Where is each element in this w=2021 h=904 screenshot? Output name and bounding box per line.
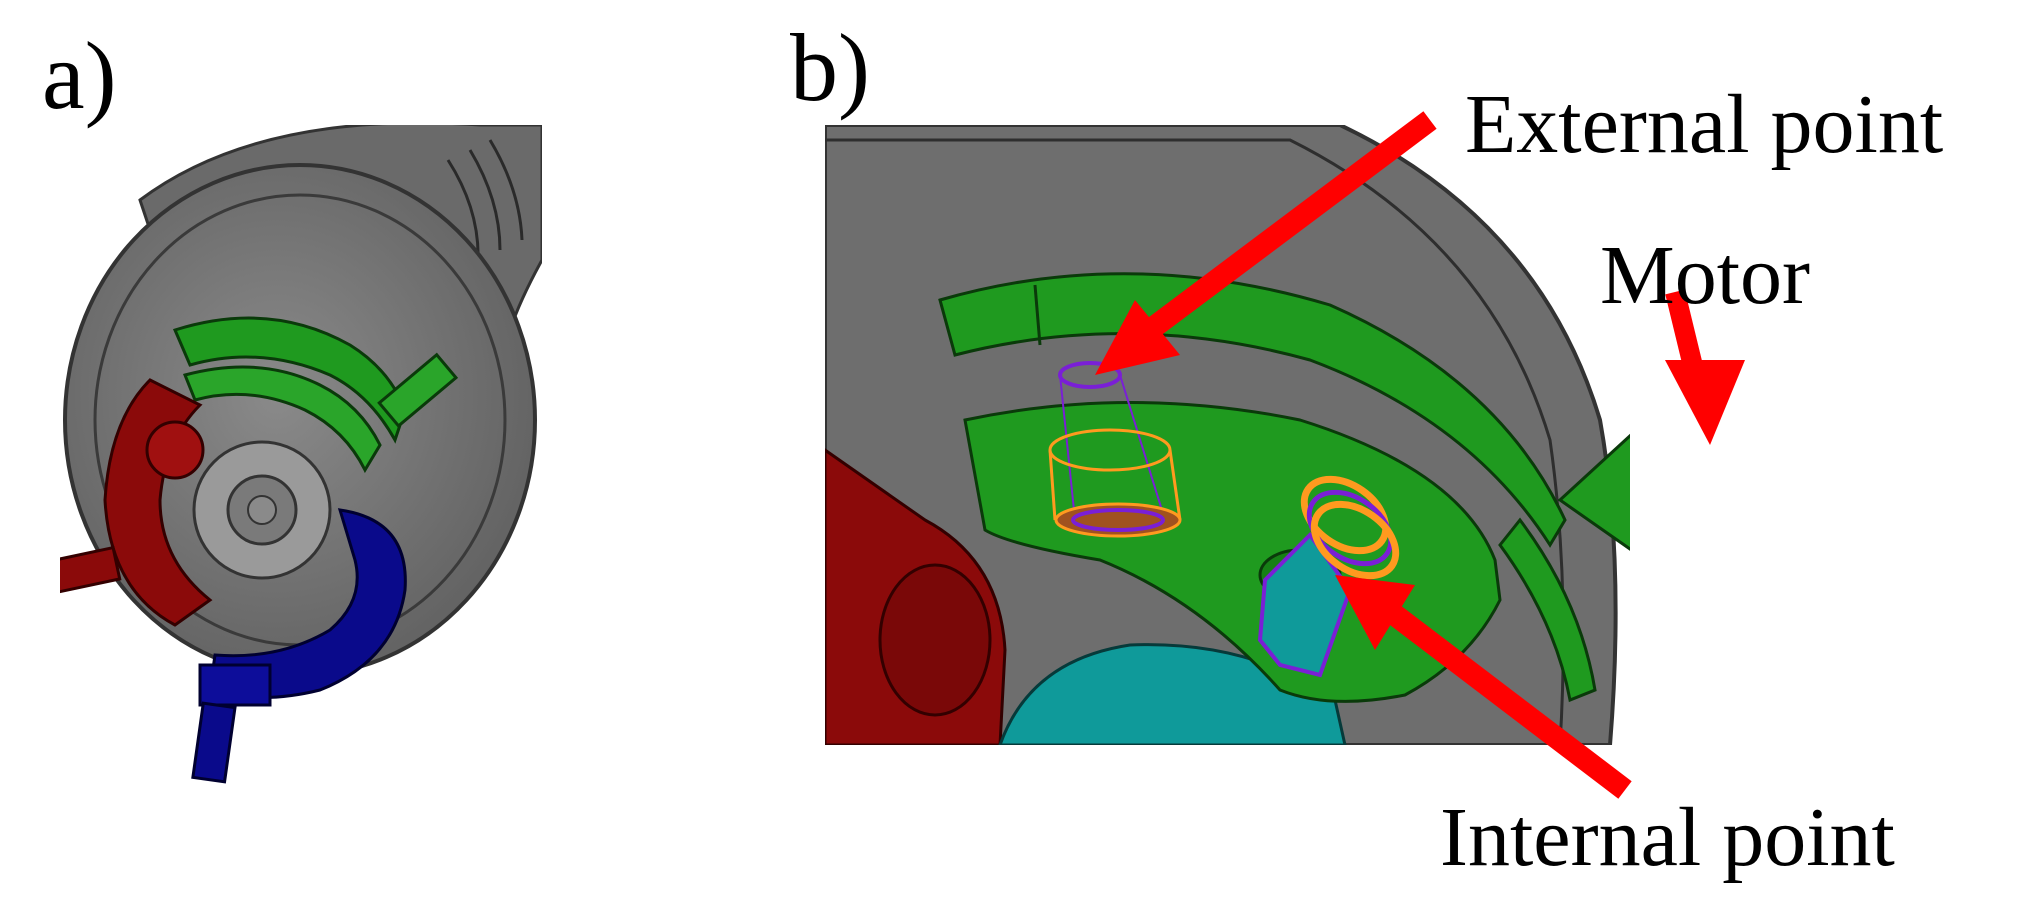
panel-b-external-point-wireframe bbox=[1048, 361, 1182, 538]
external-point-label: External point bbox=[1465, 78, 1943, 171]
panel-b-illustration bbox=[825, 125, 1630, 745]
internal-point-label: Internal point bbox=[1440, 791, 1895, 884]
panel-a-label: a) bbox=[42, 22, 117, 129]
arrow-internal-point bbox=[1335, 575, 1632, 799]
panel-b-green-upper-arc bbox=[938, 272, 1567, 548]
panel-b-motor bbox=[1557, 433, 1630, 551]
arrow-motor bbox=[1665, 289, 1745, 445]
panel-a-illustration bbox=[60, 125, 542, 784]
motor-label: Motor bbox=[1600, 229, 1810, 322]
arrow-external-point bbox=[1095, 111, 1437, 375]
panel-b-label: b) bbox=[790, 14, 870, 121]
panel-b-internal-point-wireframe bbox=[1257, 475, 1400, 678]
